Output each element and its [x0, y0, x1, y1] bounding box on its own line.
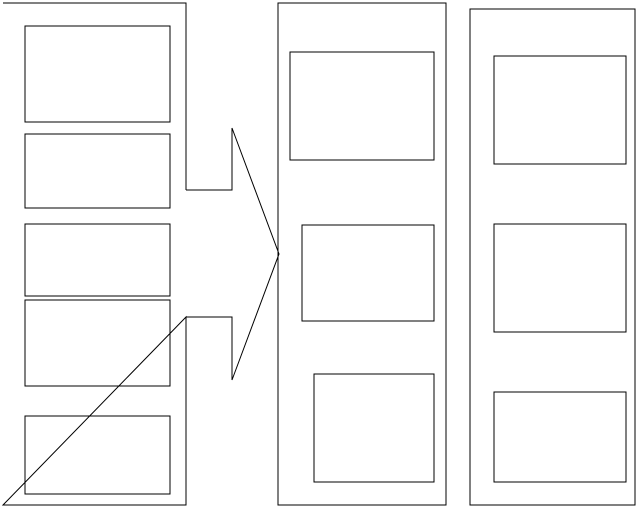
left-box-3 — [24, 223, 171, 297]
right-box-3 — [493, 391, 627, 483]
right-box-2 — [493, 223, 627, 333]
middle-column-frame — [277, 2, 447, 506]
left-column — [1, 2, 187, 506]
middle-box-3 — [313, 373, 435, 483]
middle-box-1 — [289, 51, 435, 161]
left-box-5 — [24, 415, 171, 495]
middle-column — [277, 2, 447, 506]
middle-box-2 — [301, 224, 435, 322]
right-column — [469, 8, 636, 506]
left-box-4 — [24, 299, 171, 387]
right-box-1 — [493, 55, 627, 165]
arrow-connector — [186, 127, 280, 381]
left-box-1 — [24, 25, 171, 123]
left-column-frame — [1, 2, 187, 506]
left-box-2 — [24, 133, 171, 209]
right-column-frame — [469, 8, 636, 506]
